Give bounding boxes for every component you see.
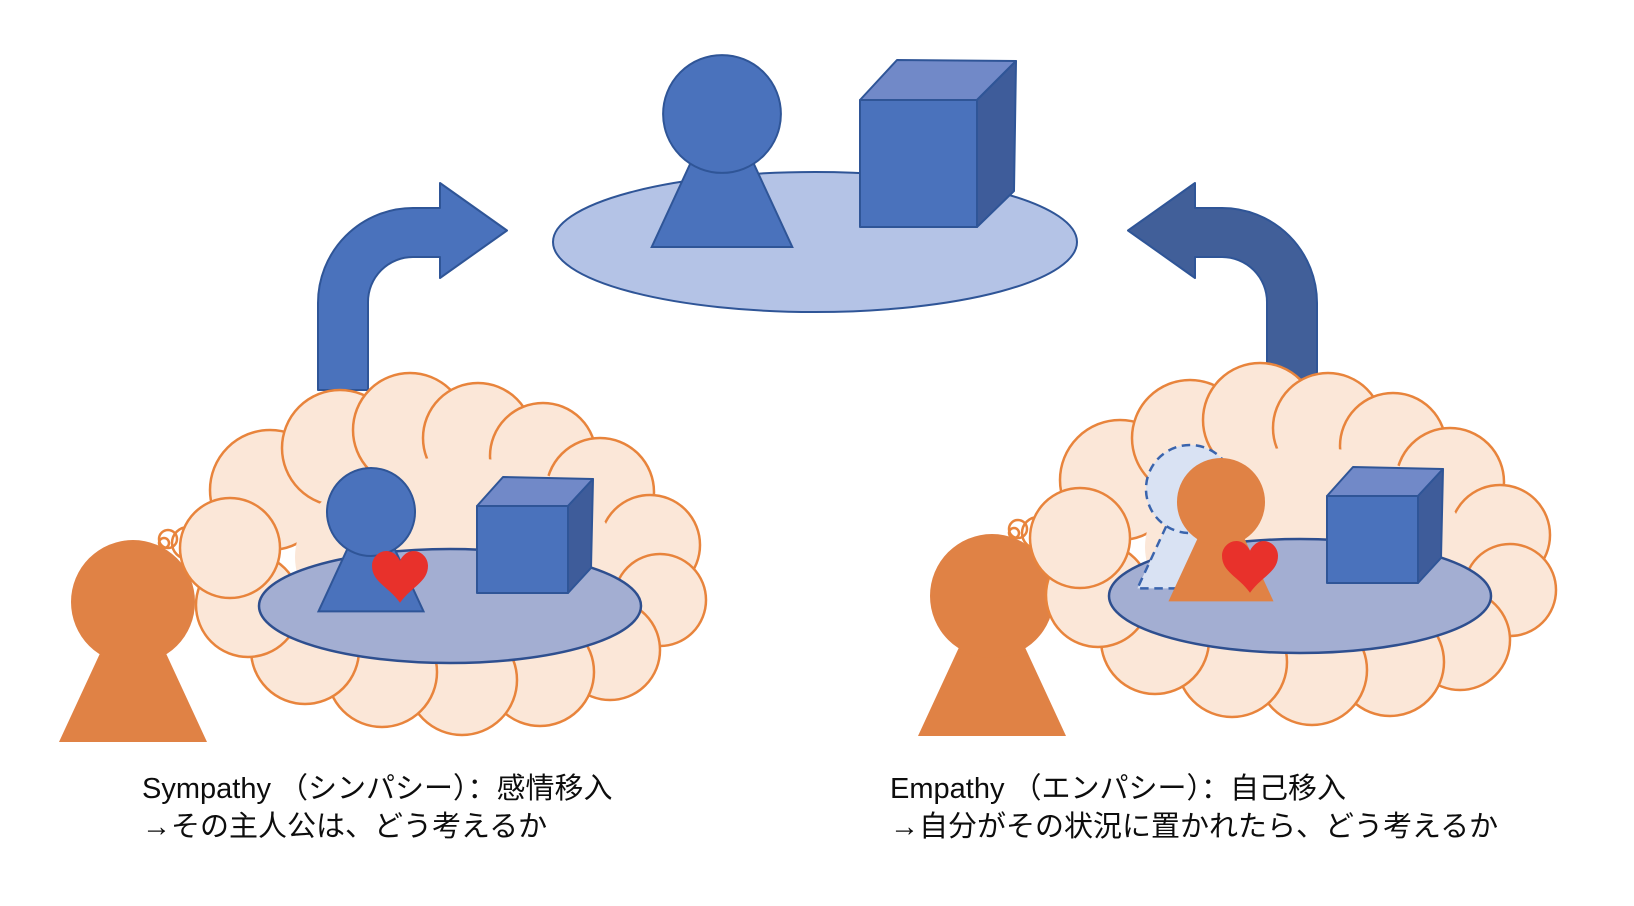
sympathy-bent-arrow-icon [317,182,508,391]
sympathy-thought-bubble [157,371,708,737]
shared-situation-scene [552,54,1078,313]
empathy-bent-arrow-icon [1127,182,1318,391]
object-cube-icon [859,59,1017,228]
protagonist-person-icon [650,54,794,248]
sympathy-caption-subtitle: →その主人公は、どう考えるか [142,810,547,843]
empathy-caption-title: Empathy （エンパシー）：自己移入 [890,772,1346,805]
empathy-thought-bubble [1007,361,1558,727]
sympathy-caption-title: Sympathy （シンパシー）：感情移入 [142,772,613,805]
empathy-caption-subtitle: →自分がその状況に置かれたら、どう考えるか [890,810,1498,843]
